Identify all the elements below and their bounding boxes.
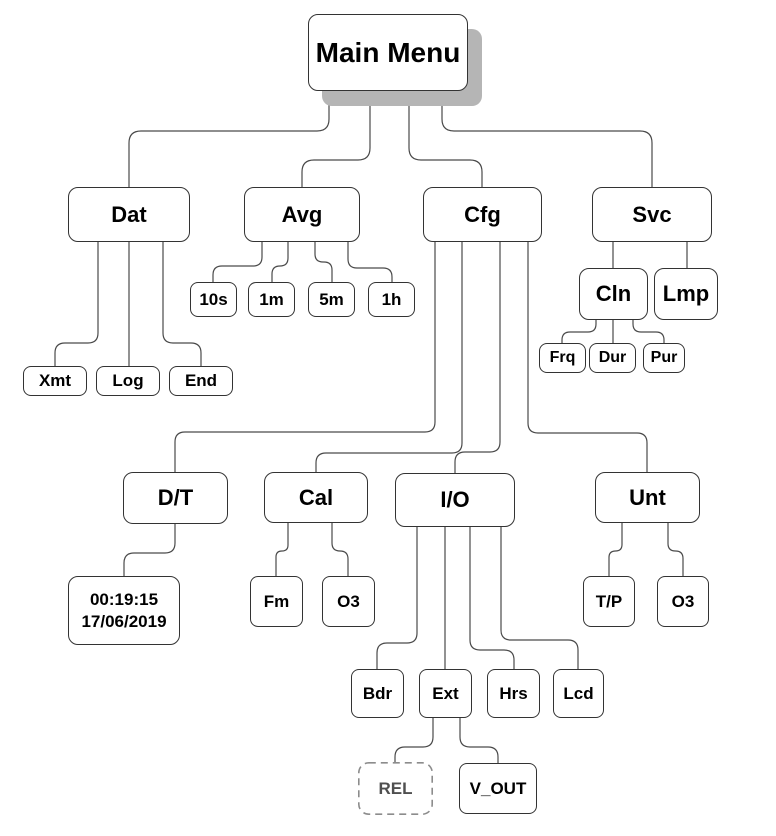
- node-label: Lcd: [563, 683, 594, 703]
- connector-dat-xmt: [54, 242, 99, 366]
- node-end: End: [169, 366, 233, 396]
- node-dat: Dat: [68, 187, 190, 242]
- node-svc: Svc: [592, 187, 712, 242]
- node-label: REL: [378, 778, 413, 798]
- node-label: Fm: [263, 591, 290, 611]
- dashed-node-border: [357, 761, 433, 815]
- connector-main-dat: [128, 91, 330, 187]
- node-dt: D/T: [123, 472, 228, 524]
- connector-cln-frq: [561, 320, 597, 343]
- connector-dat-end: [162, 242, 202, 366]
- node-cal: Cal: [264, 472, 368, 523]
- connector-avg-s10: [212, 242, 263, 282]
- node-label: Cal: [298, 484, 334, 510]
- node-label: Log: [112, 371, 144, 391]
- node-hrs: Hrs: [487, 669, 540, 718]
- connector-unt-o3unt: [667, 523, 684, 576]
- node-io: I/O: [395, 473, 515, 527]
- node-s10: 10s: [190, 282, 237, 317]
- node-h1: 1h: [368, 282, 415, 317]
- node-label: Ext: [432, 683, 459, 703]
- node-label: D/T: [157, 485, 194, 511]
- connector-cfg-io: [454, 242, 501, 473]
- node-log: Log: [96, 366, 160, 396]
- node-label: Lmp: [662, 281, 710, 307]
- node-label: 17/06/2019: [81, 611, 167, 631]
- node-label: Cfg: [464, 201, 501, 227]
- node-label: 00:19:15: [89, 590, 159, 610]
- node-frq: Frq: [539, 343, 586, 373]
- node-avg: Avg: [244, 187, 360, 242]
- node-cln: Cln: [579, 268, 648, 320]
- node-label: O3: [671, 591, 695, 611]
- node-dur: Dur: [589, 343, 636, 373]
- node-xmt: Xmt: [23, 366, 87, 396]
- node-m5: 5m: [308, 282, 355, 317]
- connector-main-svc: [441, 91, 653, 187]
- connector-cfg-dt: [174, 242, 436, 472]
- node-label: 5m: [319, 289, 344, 309]
- connector-cal-fm: [275, 523, 289, 576]
- node-fm: Fm: [250, 576, 303, 627]
- node-label: Bdr: [362, 683, 393, 703]
- node-label: Svc: [632, 201, 672, 227]
- node-label: Dat: [111, 201, 147, 227]
- node-label: 1h: [381, 289, 402, 309]
- node-label: End: [184, 371, 218, 391]
- connector-dt-time: [123, 524, 176, 576]
- connector-avg-m5: [314, 242, 333, 282]
- connector-main-cfg: [408, 91, 483, 187]
- node-unt: Unt: [595, 472, 700, 523]
- node-label: I/O: [440, 487, 470, 513]
- connector-ext-vout: [459, 718, 499, 763]
- connector-cfg-unt: [527, 242, 648, 472]
- node-ext: Ext: [419, 669, 472, 718]
- node-lcd: Lcd: [553, 669, 604, 718]
- node-o3unt: O3: [657, 576, 709, 627]
- node-bdr: Bdr: [351, 669, 404, 718]
- connector-ext-rel: [394, 718, 434, 762]
- connector-avg-m1: [271, 242, 289, 282]
- node-tp: T/P: [583, 576, 635, 627]
- connector-cfg-cal: [315, 242, 463, 472]
- node-label: Main Menu: [315, 37, 461, 68]
- node-label: T/P: [595, 591, 623, 611]
- node-label: Frq: [549, 349, 576, 366]
- node-label: Unt: [629, 484, 666, 510]
- node-label: Pur: [650, 349, 678, 366]
- node-label: Cln: [595, 281, 632, 307]
- node-cfg: Cfg: [423, 187, 542, 242]
- connector-cln-pur: [632, 320, 665, 343]
- node-label: V_OUT: [469, 778, 527, 798]
- node-label: Dur: [598, 349, 627, 366]
- node-label: O3: [337, 591, 360, 611]
- node-vout: V_OUT: [459, 763, 537, 814]
- node-m1: 1m: [248, 282, 295, 317]
- node-lmp: Lmp: [654, 268, 718, 320]
- node-label: Xmt: [38, 371, 72, 391]
- node-label: Avg: [281, 201, 323, 227]
- node-pur: Pur: [643, 343, 685, 373]
- node-label: 10s: [199, 289, 228, 309]
- connector-unt-tp: [608, 523, 623, 576]
- connector-io-hrs: [469, 527, 515, 669]
- node-label: 1m: [259, 289, 284, 309]
- connector-cal-o3cal: [331, 523, 349, 576]
- node-label: Hrs: [499, 683, 528, 703]
- connector-main-avg: [301, 91, 371, 187]
- connector-avg-h1: [347, 242, 393, 282]
- node-o3cal: O3: [322, 576, 375, 627]
- node-rel: REL: [358, 762, 433, 815]
- connector-io-bdr: [376, 527, 418, 669]
- connector-io-lcd: [500, 527, 579, 669]
- node-main: Main Menu: [308, 14, 468, 91]
